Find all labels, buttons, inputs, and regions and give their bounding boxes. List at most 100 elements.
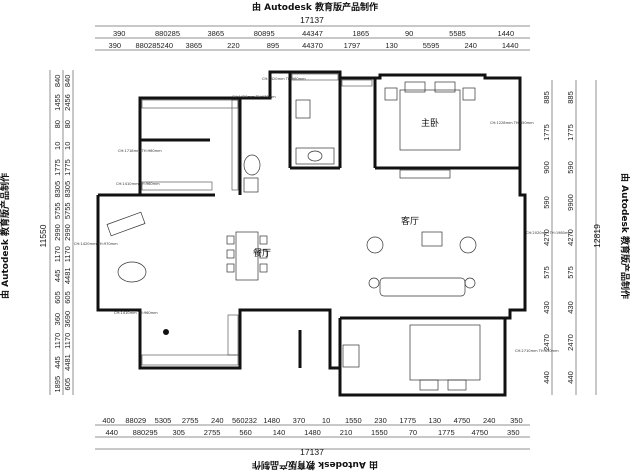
dim-label: 10 (322, 416, 330, 425)
dim-label: 90 (405, 29, 413, 38)
dim-label: 240 (464, 41, 477, 50)
dim-label: 3865 (207, 29, 224, 38)
dim-label: 1550 (345, 416, 362, 425)
dim-label: 440 (542, 371, 551, 384)
dim-label: 80895 (254, 29, 275, 38)
dim-label: 1775 (53, 159, 62, 176)
dim-label: 2990 (53, 224, 62, 241)
dim-label: 220 (227, 41, 240, 50)
dim-label: 10 (63, 142, 72, 150)
dim-label: 1480 (263, 416, 280, 425)
dim-label: 2755 (182, 416, 199, 425)
note-3: CH:1718mm TH:960mm (118, 149, 162, 153)
dim-label: 1895 (53, 376, 62, 393)
study-furniture (106, 211, 147, 283)
dim-label: 8305 (53, 181, 62, 198)
dim-label: 4270 (542, 229, 551, 246)
dim-label: 560 (239, 428, 252, 437)
dim-label: 5595 (423, 41, 440, 50)
dim-label: 840 (53, 75, 62, 88)
dim-label: 605 (63, 291, 72, 304)
dim-label: 130 (385, 41, 398, 50)
dim-label: 305 (172, 428, 185, 437)
dim-label: 1170 (63, 246, 72, 262)
stove-marker (163, 329, 169, 335)
note-5: CH:1420mm TH:970mm (74, 242, 118, 246)
dim-label: 605 (53, 291, 62, 304)
dim-label: 900 (542, 161, 551, 174)
dim-label: 445 (53, 270, 62, 283)
dim-label: 2990 (63, 224, 72, 241)
bottom-total-dim: 17137 (300, 447, 324, 457)
dim-label: 240 (211, 416, 224, 425)
top-total-dim: 17137 (300, 15, 324, 25)
dim-label: 840 (63, 75, 72, 88)
dim-label: 44370 (302, 41, 323, 50)
dim-label: 4750 (454, 416, 471, 425)
dim-label: 1775 (399, 416, 416, 425)
dim-label: 5755 (53, 202, 62, 219)
dim-label: 590 (542, 196, 551, 209)
dim-label: 430 (542, 301, 551, 314)
dim-label: 4481 (63, 354, 72, 371)
dim-label: 440 (105, 428, 118, 437)
dim-label: 605 (63, 378, 72, 391)
dim-label: 1797 (344, 41, 361, 50)
dim-label: 8305 (63, 181, 72, 198)
dim-label: 4270 (566, 229, 575, 246)
watermark-bottom: 由 Autodesk 教育版产品制作 (252, 459, 378, 471)
dim-label: 880295 (133, 428, 158, 437)
dim-label: 1775 (542, 124, 551, 141)
dim-label: 590 (566, 161, 575, 174)
dim-label: 2456 (63, 94, 72, 111)
watermark-top: 由 Autodesk 教育版产品制作 (252, 1, 378, 13)
dim-label: 1170 (53, 246, 62, 262)
left-dim-col-2: 8402456801017758305575529901170448160536… (63, 75, 72, 391)
dim-label: 1775 (566, 124, 575, 141)
dim-label: 2470 (566, 334, 575, 351)
right-total-dim: 12819 (592, 224, 602, 248)
dim-label: 3865 (186, 41, 203, 50)
dim-label: 1775 (63, 159, 72, 176)
dim-label: 1480 (304, 428, 321, 437)
note-9: CH:2710mm TH:650mm (515, 349, 559, 353)
dim-label: 4481 (63, 267, 72, 284)
dim-label: 370 (293, 416, 306, 425)
dim-label: 1170 (53, 333, 62, 349)
dim-label: 230 (374, 416, 387, 425)
dim-label: 445 (53, 356, 62, 369)
bathroom-fixtures (243, 99, 360, 368)
note-2: CH:1420mm TH:970mm (232, 95, 276, 99)
dim-label: 880285240 (136, 41, 174, 50)
dim-label: 1440 (502, 41, 519, 50)
dim-label: 5585 (449, 29, 466, 38)
note-7: CH:1228mm TH:650mm (490, 121, 534, 125)
dim-label: 350 (510, 416, 523, 425)
dim-label: 88029 (125, 416, 146, 425)
dim-label: 895 (267, 41, 280, 50)
dim-label: 5755 (63, 202, 72, 219)
dim-label: 2470 (542, 334, 551, 351)
dim-label: 885 (566, 91, 575, 104)
dim-label: 1550 (371, 428, 388, 437)
dim-label: 5305 (155, 416, 172, 425)
note-8: CH:2020mm TH:1980mm (526, 231, 572, 235)
walls (96, 70, 527, 397)
dim-label: 1775 (438, 428, 455, 437)
wardrobe-shelving (141, 73, 373, 191)
watermark-left: 由 Autodesk 教育版产品制作 (0, 173, 11, 299)
watermark-right: 由 Autodesk 教育版产品制作 (619, 173, 630, 299)
room-label-living: 客厅 (401, 215, 419, 227)
note-4: CH:1410mm TH:960mm (116, 182, 160, 186)
dim-label: 1865 (352, 29, 369, 38)
dim-label: 4750 (471, 428, 488, 437)
left-total-dim: 11550 (38, 224, 48, 247)
dim-label: 1455 (53, 94, 62, 111)
dim-label: 2755 (204, 428, 221, 437)
